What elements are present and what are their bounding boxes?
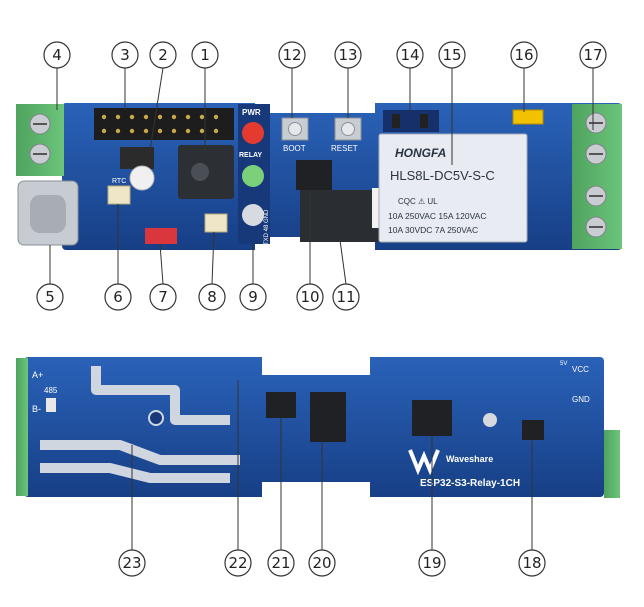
callout-number: 11 xyxy=(336,288,355,306)
callout-circle xyxy=(267,549,295,577)
relay-rating-2: 10A 30VDC 7A 250VAC xyxy=(388,225,478,235)
callout-number: 1 xyxy=(200,46,210,64)
callout-line xyxy=(211,231,215,285)
buzzer xyxy=(129,165,155,191)
callout-circle xyxy=(149,41,177,69)
b-minus-label: B- xyxy=(32,404,41,414)
boot-button[interactable] xyxy=(281,117,309,141)
relay-rating-1: 10A 250VAC 15A 120VAC xyxy=(388,211,486,221)
callout-number: 17 xyxy=(583,46,602,64)
callout-number: 20 xyxy=(312,554,331,572)
callout-number: 10 xyxy=(300,288,319,306)
callout-circle xyxy=(111,41,139,69)
callout-circle xyxy=(104,283,132,311)
relay-brand: HONGFA xyxy=(395,146,446,160)
callout-number: 9 xyxy=(248,288,258,306)
callout-circle xyxy=(239,283,267,311)
callout-number: 23 xyxy=(122,554,141,572)
callout-number: 7 xyxy=(158,288,168,306)
callout-circle xyxy=(191,41,219,69)
callout-number: 5 xyxy=(45,288,55,306)
brand-label: Waveshare xyxy=(446,454,493,464)
rtc-label: RTC xyxy=(112,178,126,185)
callout-number: 13 xyxy=(338,46,357,64)
reset-button[interactable] xyxy=(334,117,362,141)
a-plus-label: A+ xyxy=(32,370,43,380)
callout-number: 15 xyxy=(442,46,461,64)
isolation-traces xyxy=(40,366,240,483)
relay-model: HLS8L-DC5V-S-C xyxy=(390,168,495,183)
back-driver-chip xyxy=(310,392,346,442)
red-switch xyxy=(145,228,177,244)
rtc-connector xyxy=(107,185,131,205)
gnd-label: GND xyxy=(572,395,590,404)
waveshare-logo-icon xyxy=(408,449,440,476)
callout-circle xyxy=(224,549,252,577)
callout-number: 4 xyxy=(52,46,62,64)
back-board: A+ 485 B- VCC 5V GND Waveshare ESP32-S3-… xyxy=(16,353,620,500)
relay: HONGFA HLS8L-DC5V-S-C CQC ⚠ UL 10A 250VA… xyxy=(378,133,528,243)
callout-number: 19 xyxy=(422,554,441,572)
back-small-chip xyxy=(266,392,296,418)
regulator-chip xyxy=(296,160,332,190)
indicator-panel: PWR RELAY TXD 48 GND xyxy=(238,104,270,245)
reset-label: RESET xyxy=(331,144,358,153)
back-main-chip xyxy=(412,400,452,436)
side-pin-label: TXD 48 GND xyxy=(264,209,270,245)
callout-circle xyxy=(396,41,424,69)
callout-number: 21 xyxy=(271,554,290,572)
terminal-screw-icon xyxy=(29,113,51,165)
callout-circle xyxy=(296,283,324,311)
callout-circle xyxy=(118,549,146,577)
callout-number: 18 xyxy=(522,554,541,572)
callout-circle xyxy=(579,41,607,69)
callout-number: 16 xyxy=(514,46,533,64)
back-terminal-edge xyxy=(604,430,620,498)
vcc-label: VCC xyxy=(572,365,589,374)
relay-led-icon xyxy=(242,165,264,187)
back-regulator-chip xyxy=(522,420,544,440)
callout-number: 3 xyxy=(120,46,130,64)
callout-number: 6 xyxy=(113,288,123,306)
relay-certifications: CQC ⚠ UL xyxy=(398,197,438,206)
callout-circle xyxy=(334,41,362,69)
boot-label: BOOT xyxy=(283,144,306,153)
callout-number: 22 xyxy=(228,554,247,572)
callout-circle xyxy=(36,283,64,311)
callout-line xyxy=(339,239,347,285)
callout-circle xyxy=(510,41,538,69)
callout-circle xyxy=(418,549,446,577)
callout-circle xyxy=(43,41,71,69)
5v-label: 5V xyxy=(560,361,567,367)
callout-circle xyxy=(438,41,466,69)
small-ic xyxy=(120,147,154,169)
jumper-pads xyxy=(383,110,439,132)
callout-circle xyxy=(308,549,336,577)
pin-header xyxy=(94,108,234,140)
callout-circle xyxy=(332,283,360,311)
callout-circle xyxy=(198,283,226,311)
callout-number: 12 xyxy=(282,46,301,64)
back-terminal-edge xyxy=(16,358,28,496)
callout-circle xyxy=(278,41,306,69)
rs485-label: 485 xyxy=(44,386,58,395)
yellow-jumper xyxy=(512,109,544,125)
callout-circle xyxy=(518,549,546,577)
callout-circle xyxy=(149,283,177,311)
callout-line xyxy=(149,67,164,151)
callout-line xyxy=(159,243,164,285)
callout-number: 14 xyxy=(400,46,419,64)
rgb-led-icon xyxy=(242,204,264,226)
callout-number: 2 xyxy=(158,46,168,64)
front-board: RTC PWR RELAY TXD 48 GND BOOT RESET xyxy=(16,99,622,253)
power-module xyxy=(300,190,380,242)
pwr-led-icon xyxy=(242,122,264,144)
relay-label: RELAY xyxy=(239,152,262,159)
callout-number: 8 xyxy=(207,288,217,306)
product-label: ESP32-S3-Relay-1CH xyxy=(420,478,520,489)
antenna-component xyxy=(204,213,228,233)
pwr-label: PWR xyxy=(242,108,261,117)
